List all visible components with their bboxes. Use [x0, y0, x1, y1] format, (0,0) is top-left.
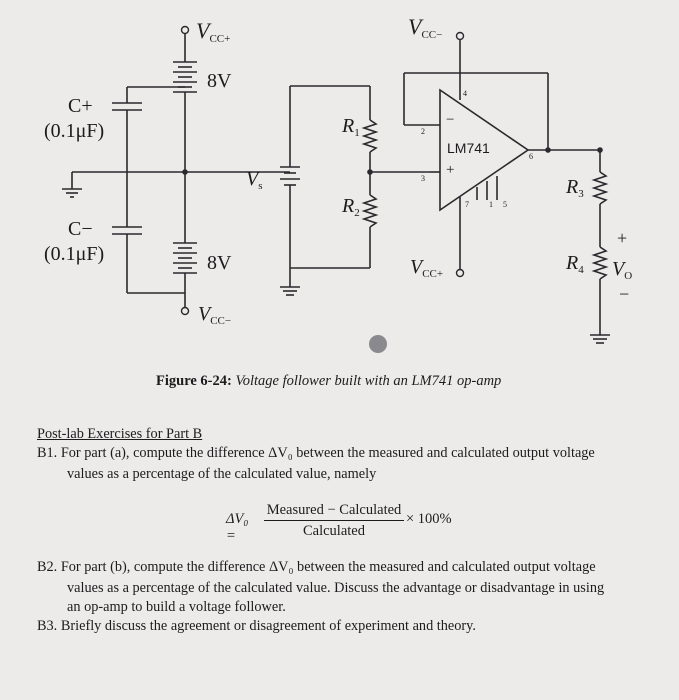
- formula-fraction: Measured − Calculated Calculated: [264, 502, 404, 540]
- b1-line2: values as a percentage of the calculated…: [67, 466, 377, 482]
- terminal-vcc-minus-top: [455, 31, 465, 41]
- opamp-lm741: [439, 88, 530, 212]
- pin-7-label: 7: [465, 200, 469, 209]
- vo-plus-sign: +: [617, 228, 628, 248]
- vs-label: Vs: [246, 168, 263, 192]
- pin-1-label: 1: [489, 200, 493, 209]
- r4-label: R4: [566, 252, 584, 276]
- r3-label: R3: [566, 176, 584, 200]
- cap-plus-label: C+: [68, 95, 93, 117]
- opamp-minus-sign: −: [446, 112, 455, 128]
- r1-label: R1: [342, 115, 360, 139]
- vcc-plus-bottom-label: VCC+: [410, 256, 444, 280]
- vcc-plus-top-label: VCC+: [196, 18, 231, 45]
- formula-numerator: Measured − Calculated: [264, 502, 404, 521]
- vcc-minus-top-label: VCC−: [408, 14, 443, 41]
- terminal-vcc-plus-top: [180, 25, 190, 35]
- vo-minus-sign: −: [619, 284, 630, 304]
- figure-caption: Figure 6-24: Voltage follower built with…: [156, 373, 501, 390]
- b3-line1: B3. Briefly discuss the agreement or dis…: [37, 618, 476, 634]
- formula-denominator: Calculated: [302, 523, 365, 539]
- terminal-vcc-plus-bottom: [455, 268, 465, 278]
- pin-5-label: 5: [503, 200, 507, 209]
- b2-line1: B2. For part (b), compute the difference…: [37, 559, 596, 575]
- b1-line1: B1. For part (a), compute the difference…: [37, 445, 595, 461]
- camera-dot: [369, 335, 387, 353]
- cap-minus-value: (0.1μF): [44, 243, 105, 265]
- formula-lhs: ΔV₀ =: [226, 511, 249, 544]
- b2-line3: an op-amp to build a voltage follower.: [67, 599, 286, 615]
- pin-4-label: 4: [463, 89, 467, 98]
- resistor-r1: [361, 119, 379, 153]
- vo-label: VO: [612, 258, 633, 282]
- figure-label: Figure 6-24:: [156, 373, 232, 389]
- battery-top-label: 8V: [207, 70, 232, 92]
- vcc-minus-bottom-label: VCC−: [198, 303, 232, 327]
- postlab-heading: Post-lab Exercises for Part B: [37, 426, 203, 442]
- formula-tail: × 100%: [406, 511, 452, 527]
- figure-caption-text: Voltage follower built with an LM741 op-…: [235, 373, 502, 389]
- opamp-plus-sign: +: [446, 162, 455, 178]
- pin-6-label: 6: [529, 152, 533, 161]
- terminal-vcc-minus-bottom: [180, 306, 190, 316]
- opamp-label: LM741: [447, 140, 490, 156]
- pin-3-label: 3: [421, 174, 425, 183]
- battery-bottom-label: 8V: [207, 252, 232, 274]
- resistor-r3: [591, 171, 609, 205]
- r2-label: R2: [342, 195, 360, 219]
- circuit-diagram: [62, 25, 610, 344]
- cap-plus-value: (0.1μF): [44, 120, 105, 142]
- cap-minus-label: C−: [68, 218, 93, 240]
- resistor-r2: [361, 194, 379, 228]
- resistor-r4: [591, 246, 609, 280]
- pin-2-label: 2: [421, 127, 425, 136]
- b2-line2: values as a percentage of the calculated…: [67, 580, 605, 596]
